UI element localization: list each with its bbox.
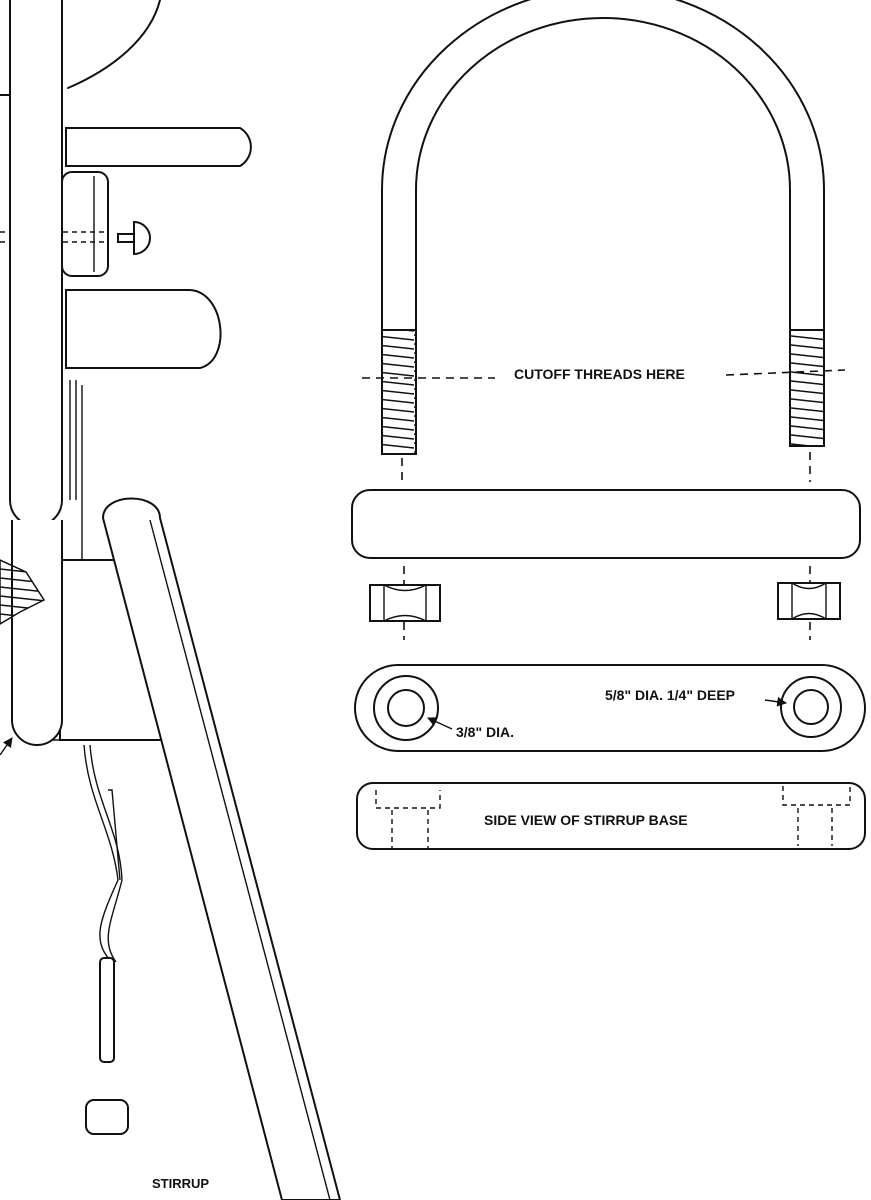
- cutoff-line-right: [725, 369, 846, 376]
- inner-dia-leader: [427, 717, 453, 730]
- u-bolt: [381, 0, 825, 455]
- stirrup-label: STIRRUP: [152, 1176, 209, 1191]
- side-view-label: SIDE VIEW OF STIRRUP BASE: [484, 812, 688, 828]
- right-thread: [789, 329, 825, 447]
- hex-nut-left: [369, 584, 441, 622]
- diagonal-tube: [101, 497, 342, 1200]
- crossbar: [351, 489, 861, 559]
- hex-nut-right: [777, 582, 841, 620]
- lower-tube: [11, 520, 63, 746]
- left-thread: [381, 329, 417, 455]
- wing-nut: [0, 559, 46, 625]
- top-disc: [67, 0, 161, 89]
- outer-dia-leader: [764, 696, 787, 707]
- vertical-tube: [9, 0, 63, 527]
- stirrup-cord: [83, 744, 123, 1063]
- stirrup-base-side-view: [356, 782, 866, 850]
- pin-head: [133, 220, 151, 256]
- stirrup-handle: [85, 1099, 129, 1135]
- assembly-partial-view: STIRRUP: [0, 0, 342, 1200]
- outer-dia-label: 5/8" DIA. 1/4" DEEP: [605, 687, 735, 703]
- cutoff-label: CUTOFF THREADS HERE: [514, 366, 685, 382]
- stirrup-base-top-view: [354, 664, 866, 752]
- seat-pad: [65, 289, 222, 369]
- inner-dia-label: 3/8" DIA.: [456, 724, 514, 740]
- upper-bar: [65, 127, 252, 167]
